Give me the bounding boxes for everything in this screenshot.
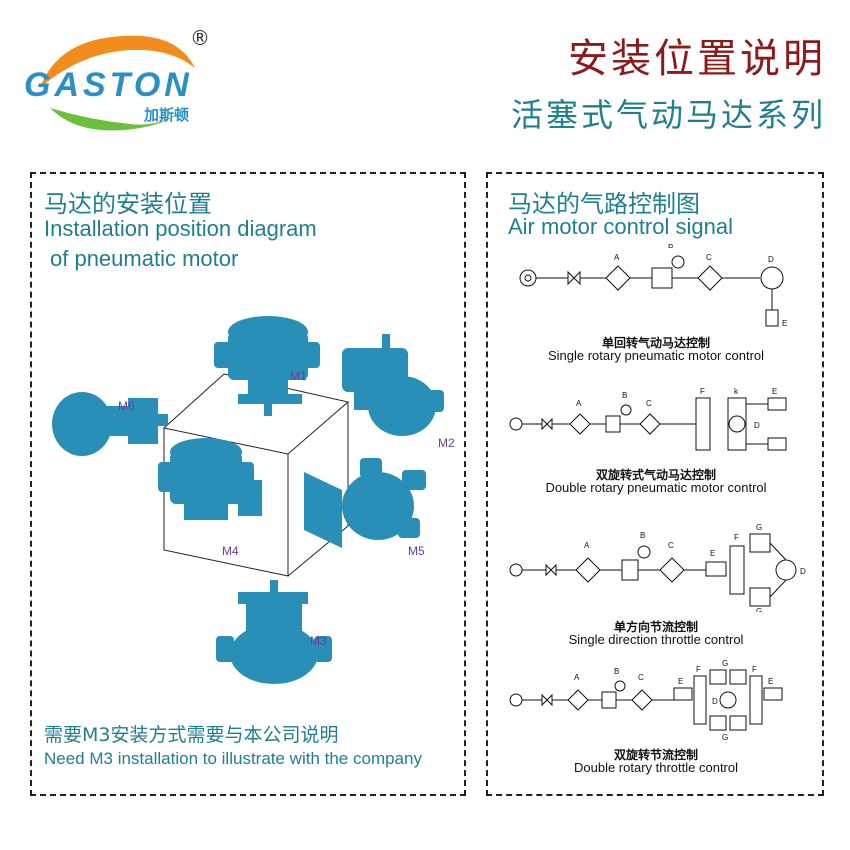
diagram-caption-en-3: Single direction throttle control [568,632,744,647]
diagram-caption-en-4: Double rotary throttle control [573,760,739,775]
svg-text:D: D [768,255,774,264]
svg-text:B: B [640,531,645,540]
brand-name-cn: 加斯顿 [144,106,190,124]
logo-swoosh-icon [40,35,195,131]
svg-text:A: A [576,399,582,408]
motor-m5 [304,458,426,548]
brand-name: GASTON [24,66,193,104]
svg-text:E: E [710,549,715,558]
position-label-m3: M3 [310,634,327,648]
installation-heading-en-2: of pneumatic motor [50,246,239,271]
svg-text:G: G [722,659,728,668]
svg-text:E: E [678,677,683,686]
svg-text:C: C [706,253,712,262]
svg-text:A: A [614,253,620,262]
svg-text:B: B [614,667,619,676]
diagram-caption-en-2: Double rotary pneumatic motor control [545,480,767,495]
svg-text:F: F [700,387,705,396]
svg-text:A: A [584,541,590,550]
circuit-diagram-single-throttle: A B C E F G G D [509,523,806,612]
svg-text:C: C [668,541,674,550]
installation-note-cn: 需要M3安装方式需要与本公司说明 [44,724,339,746]
svg-text:B: B [668,244,673,250]
motor-m2 [342,334,444,436]
svg-text:E: E [782,319,787,328]
svg-text:E: E [772,387,777,396]
diagram-caption-cn-3: 单方向节流控制 [613,620,698,634]
motor-m3 [216,580,332,684]
installation-note-en: Need M3 installation to illustrate with … [44,749,422,768]
circuit-diagram-single-rotary: A B C D E [519,244,787,328]
page-subtitle: 活塞式气动马达系列 [510,96,826,134]
installation-heading-en-1: Installation position diagram [44,216,317,241]
circuit-diagram-double-throttle: A B C E F G G D E F [509,659,783,742]
svg-text:F: F [734,533,739,542]
svg-text:E: E [768,677,773,686]
position-label-m6: M6 [118,399,135,413]
installation-diagram [52,316,444,684]
svg-text:G: G [722,733,728,742]
svg-text:k: k [734,387,739,396]
brand-logo: ® GASTON 加斯顿 [20,26,220,138]
control-heading-en: Air motor control signal [508,214,733,239]
svg-text:C: C [646,399,652,408]
svg-text:D: D [754,421,760,430]
svg-text:D: D [712,697,718,706]
svg-text:F: F [752,665,757,674]
position-label-m1: M1 [290,369,307,383]
motor-m1 [214,316,320,416]
diagram-caption-cn-4: 双旋转节流控制 [613,748,698,762]
control-signal-panel: 马达的气路控制图 Air motor control signal A B C … [486,172,824,796]
installation-panel: 马达的安装位置 Installation position diagram of… [30,172,466,796]
position-label-m4: M4 [222,544,239,558]
diagram-caption-en-1: Single rotary pneumatic motor control [547,348,765,363]
motor-m4 [158,438,262,520]
installation-heading-cn: 马达的安装位置 [44,190,212,218]
registered-mark: ® [190,26,210,50]
svg-text:F: F [696,665,701,674]
svg-text:D: D [800,567,806,576]
svg-text:A: A [574,673,580,682]
motor-m6 [52,392,168,456]
svg-text:B: B [622,391,627,400]
page-title: 安装位置说明 [568,36,826,82]
diagram-caption-cn-2: 双旋转式气动马达控制 [595,468,716,482]
svg-text:G: G [756,523,762,532]
svg-text:G: G [756,607,762,612]
control-heading-cn: 马达的气路控制图 [508,190,700,218]
svg-text:C: C [638,673,644,682]
circuit-diagram-double-rotary: A B C F k D E [509,387,787,451]
position-label-m5: M5 [408,544,425,558]
diagram-caption-cn-1: 单回转气动马达控制 [601,336,710,350]
position-label-m2: M2 [438,436,455,450]
